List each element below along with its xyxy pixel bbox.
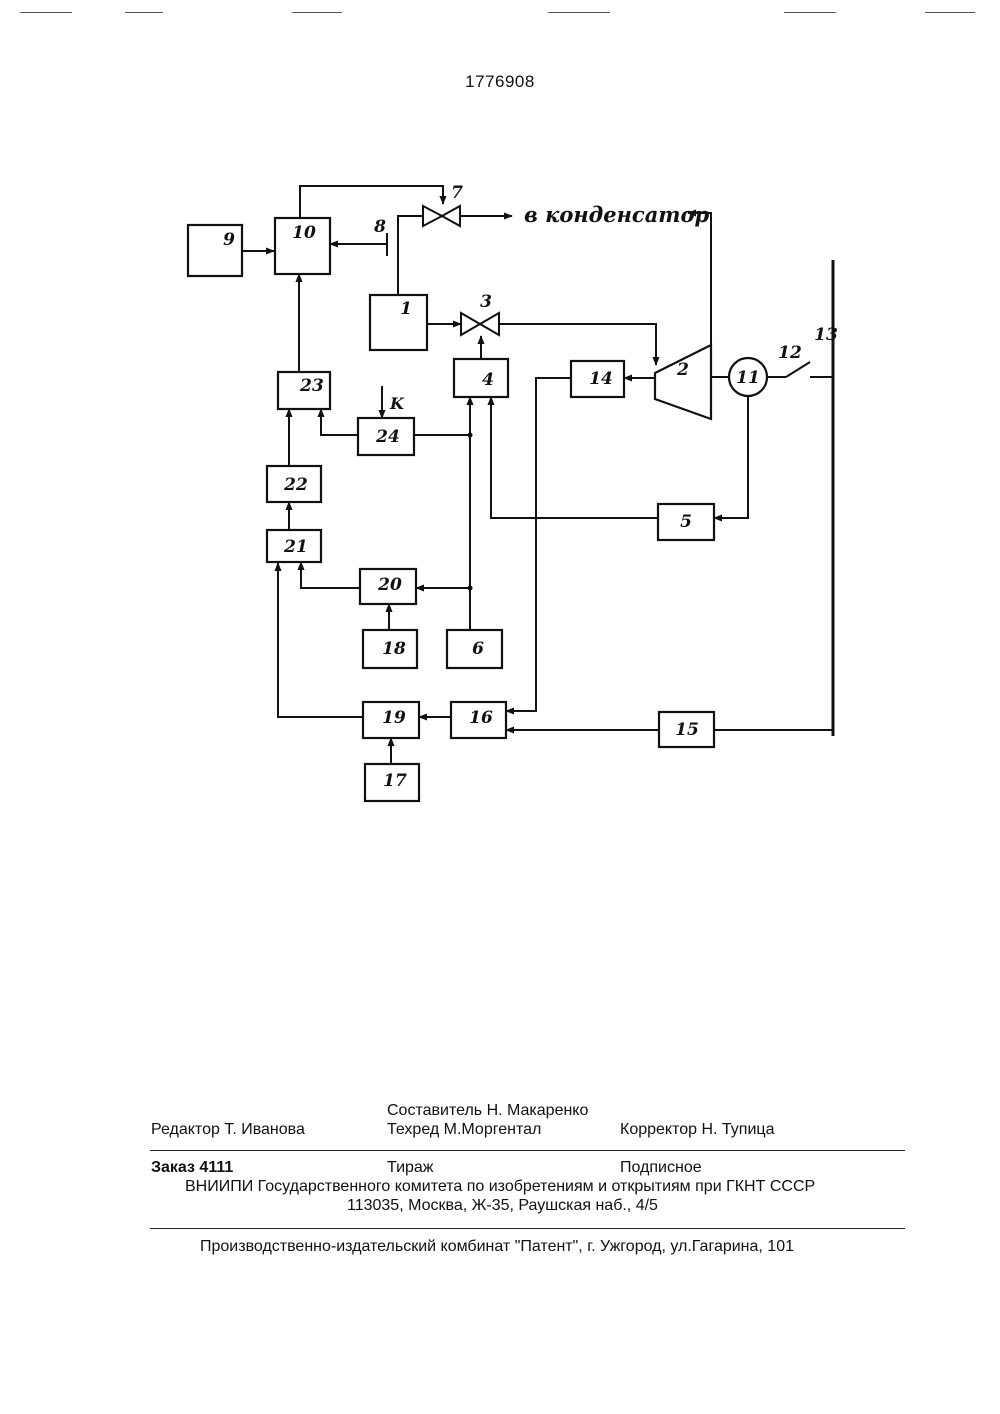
footer-vniipi: ВНИИПИ Государственного комитета по изоб… xyxy=(185,1178,815,1196)
valve-7 xyxy=(423,206,460,226)
footer-address: 113035, Москва, Ж-35, Раушская наб., 4/5 xyxy=(347,1197,658,1215)
block-1 xyxy=(370,295,427,350)
footer-circulation: Тираж xyxy=(387,1159,434,1177)
blocks xyxy=(188,218,714,801)
label-generator-11: 11 xyxy=(736,368,760,388)
block-labels: 9 10 1 4 14 23 24 22 5 21 20 18 6 19 16 … xyxy=(223,223,699,791)
footer-subscription: Подписное xyxy=(620,1159,702,1177)
label-18: 18 xyxy=(382,639,406,659)
footer-corrector: Корректор Н. Тупица xyxy=(620,1121,774,1139)
label-20: 20 xyxy=(377,575,402,595)
block-diagram: 9 10 1 4 14 23 24 22 5 21 20 18 6 19 16 … xyxy=(0,0,1000,860)
label-sensor-8: 8 xyxy=(373,217,386,237)
label-21: 21 xyxy=(283,537,308,557)
label-15: 15 xyxy=(675,720,699,740)
valve-3 xyxy=(461,313,499,335)
label-1: 1 xyxy=(400,299,412,319)
footer-compiler: Составитель Н. Макаренко xyxy=(387,1102,588,1120)
footer-rule xyxy=(150,1228,905,1229)
label-24: 24 xyxy=(375,427,400,447)
label-valve-3: 3 xyxy=(480,292,492,312)
label-23: 23 xyxy=(299,376,324,396)
label-19: 19 xyxy=(382,708,406,728)
label-valve-7: 7 xyxy=(451,183,463,203)
label-17: 17 xyxy=(383,771,407,791)
footer-publisher: Производственно-издательский комбинат "П… xyxy=(200,1238,794,1256)
turbine-2 xyxy=(655,345,711,419)
label-16: 16 xyxy=(469,708,493,728)
label-4: 4 xyxy=(482,370,494,390)
footer-order: Заказ 4111 xyxy=(151,1159,233,1177)
footer-editor: Редактор Т. Иванова xyxy=(151,1121,305,1139)
footer-rule xyxy=(150,1150,905,1151)
label-bus-13: 13 xyxy=(814,325,838,345)
label-input-k: K xyxy=(389,394,405,413)
label-6: 6 xyxy=(472,639,484,659)
label-9: 9 xyxy=(223,230,235,250)
label-5: 5 xyxy=(680,512,692,532)
label-turbine-2: 2 xyxy=(676,360,689,380)
label-22: 22 xyxy=(283,475,308,495)
label-to-condenser: в конденсатор xyxy=(524,202,710,227)
label-switch-12: 12 xyxy=(778,343,802,363)
block-4 xyxy=(454,359,508,397)
label-10: 10 xyxy=(292,223,316,243)
label-14: 14 xyxy=(589,369,613,389)
footer-techred: Техред М.Моргентал xyxy=(387,1121,541,1139)
